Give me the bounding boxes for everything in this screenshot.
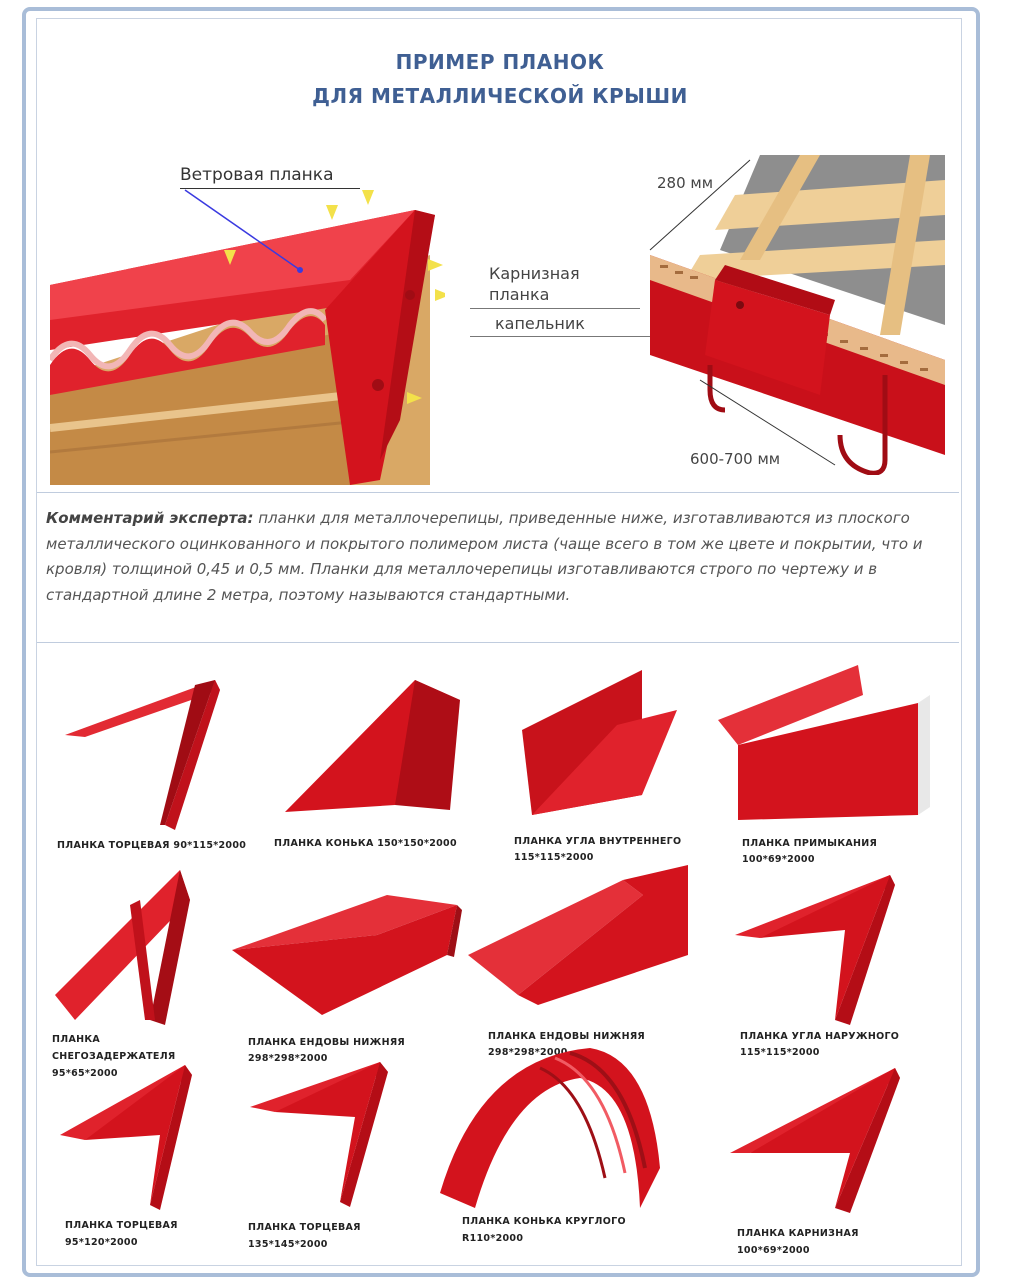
caption-3-name: ПЛАНКА УГЛА ВНУТРЕННЕГО [514, 836, 682, 847]
caption-5-name: ПЛАНКА [52, 1034, 101, 1045]
snow-guard-plank-shape [55, 870, 190, 1025]
expert-comment-lead: Комментарий эксперта: [46, 509, 254, 527]
dimension-280-label: 280 мм [657, 174, 714, 192]
caption-7-size: 298*298*2000 [488, 1047, 568, 1058]
caption-11-name: ПЛАНКА КОНЬКА КРУГЛОГО [462, 1216, 626, 1227]
ridge-plank-150-shape [285, 680, 460, 812]
separator-top [37, 492, 959, 493]
end-plank-90-shape [65, 680, 220, 830]
round-ridge-plank-shape [440, 1048, 660, 1208]
valley-plank-lower-2-shape [468, 865, 688, 1005]
caption-9-size: 95*120*2000 [65, 1237, 138, 1248]
page-title-line-1: ПРИМЕР ПЛАНОК [395, 50, 605, 74]
caption-6-name: ПЛАНКА ЕНДОВЫ НИЖНЯЯ [248, 1037, 406, 1048]
eave-plank-label-line-1: Карнизная [489, 264, 580, 283]
eave-plank-illustration [649, 155, 945, 475]
wind-label-underline [180, 188, 360, 189]
caption-11-size: R110*2000 [462, 1233, 524, 1244]
inner-corner-plank-shape [522, 670, 677, 815]
outer-corner-plank-1-shape [735, 875, 895, 1025]
drip-pointer-line [470, 336, 655, 337]
valley-plank-lower-1-shape [232, 895, 462, 1015]
separator-bottom [37, 642, 959, 643]
content-frame [36, 18, 962, 1266]
caption-3-size: 115*115*2000 [514, 852, 594, 863]
wind-plank-label: Ветровая планка [180, 165, 334, 185]
expert-comment-text: планки для металлочерепицы, приведенные … [46, 509, 923, 604]
caption-8-name: ПЛАНКА УГЛА НАРУЖНОГО [740, 1031, 900, 1042]
caption-5-size: 95*65*2000 [52, 1068, 118, 1079]
page-title-line-2: ДЛЯ МЕТАЛЛИЧЕСКОЙ КРЫШИ [312, 84, 688, 108]
caption-5-name-2: СНЕГОЗАДЕРЖАТЕЛЯ [52, 1051, 176, 1062]
caption-12-name: ПЛАНКА КАРНИЗНАЯ [737, 1228, 859, 1239]
drip-edge-label: капельник [495, 314, 585, 333]
wind-plank-illustration [50, 189, 445, 485]
dimension-600-700-label: 600-700 мм [690, 450, 781, 468]
caption-1-name: ПЛАНКА ТОРЦЕВАЯ 90*115*2000 [57, 840, 247, 851]
caption-12-size: 100*69*2000 [737, 1245, 810, 1256]
caption-4-name: ПЛАНКА ПРИМЫКАНИЯ [742, 838, 878, 849]
caption-9-name: ПЛАНКА ТОРЦЕВАЯ [65, 1220, 178, 1231]
caption-10-size: 135*145*2000 [248, 1239, 328, 1250]
adjoining-plank-shape [718, 665, 930, 820]
caption-10-name: ПЛАНКА ТОРЦЕВАЯ [248, 1222, 361, 1233]
end-plank-95-shape [60, 1065, 192, 1210]
expert-comment: Комментарий эксперта: планки для металло… [46, 506, 946, 608]
eave-plank-shape [730, 1068, 900, 1213]
eave-plank-label-line-2: планка [489, 285, 550, 304]
eave-pointer-line [470, 308, 640, 309]
caption-7-name: ПЛАНКА ЕНДОВЫ НИЖНЯЯ [488, 1031, 646, 1042]
caption-6-size: 298*298*2000 [248, 1053, 328, 1064]
caption-2-name: ПЛАНКА КОНЬКА 150*150*2000 [274, 838, 457, 849]
caption-8-size: 115*115*2000 [740, 1047, 820, 1058]
caption-4-size: 100*69*2000 [742, 854, 815, 865]
end-plank-135-shape [250, 1062, 388, 1207]
